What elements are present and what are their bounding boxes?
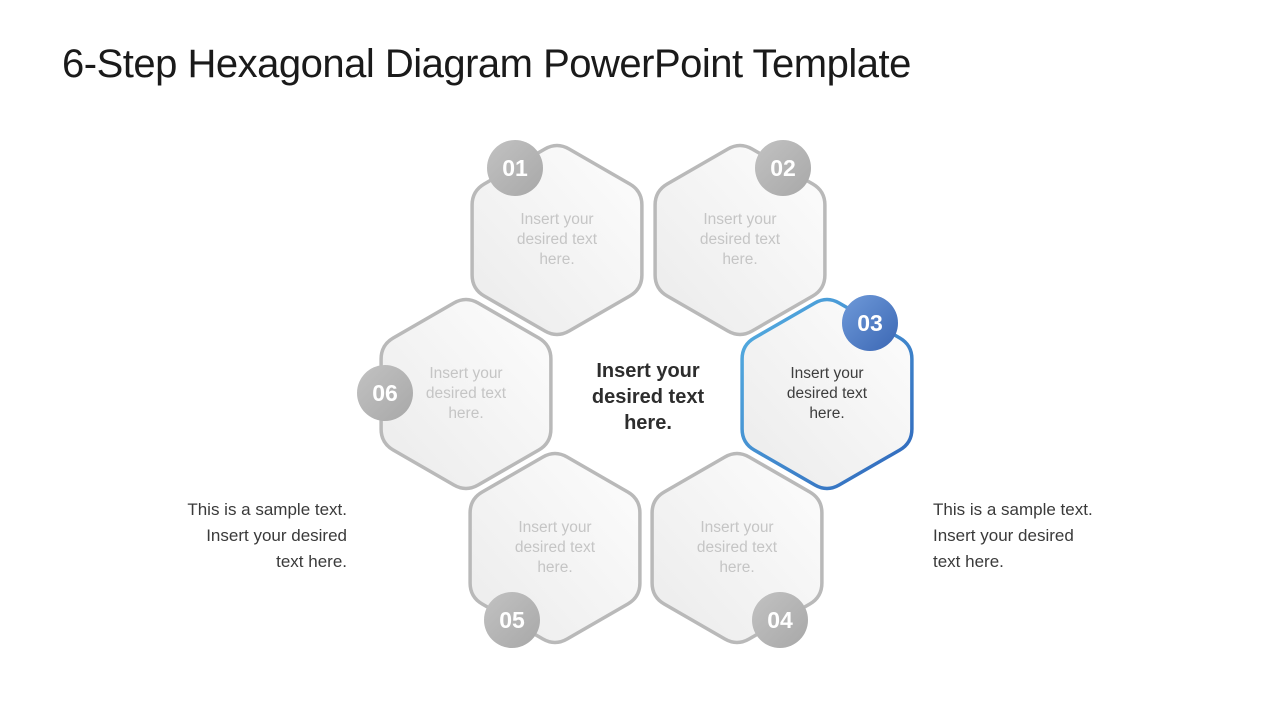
step-number-badge: 02 (755, 140, 811, 196)
step-number-badge: 06 (357, 365, 413, 421)
hex-step-text[interactable]: Insert your desired text here. (516, 211, 598, 268)
left-sample-text[interactable]: This is a sample text. Insert your desir… (187, 500, 347, 571)
hex-step-text[interactable]: Insert your desired text here. (699, 211, 781, 268)
hex-step-06[interactable]: Insert your desired text here. 06 (357, 293, 554, 495)
hex-step-text[interactable]: Insert your desired text here. (514, 519, 596, 576)
hex-step-text[interactable]: Insert your desired text here. (425, 365, 507, 422)
hex-step-text[interactable]: Insert your desired text here. (786, 365, 868, 422)
hex-step-05[interactable]: Insert your desired text here. 05 (467, 447, 643, 649)
step-number-badge: 01 (487, 140, 543, 196)
hex-step-03-active[interactable]: Insert your desired text here. 03 (739, 293, 915, 495)
hexagon-shape[interactable] (378, 293, 554, 495)
hex-step-text[interactable]: Insert your desired text here. (696, 519, 778, 576)
hex-step-04[interactable]: Insert your desired text here. 04 (649, 447, 825, 649)
hex-step-01[interactable]: Insert your desired text here. 01 (469, 139, 645, 341)
step-number-badge: 05 (484, 592, 540, 648)
center-placeholder-text[interactable]: Insert your desired text here. (591, 360, 705, 434)
step-number-badge: 04 (752, 592, 808, 648)
step-number-badge: 03 (842, 295, 898, 351)
slide-title[interactable]: 6-Step Hexagonal Diagram PowerPoint Temp… (62, 42, 911, 86)
right-sample-text[interactable]: This is a sample text. Insert your desir… (933, 500, 1093, 571)
hex-step-02[interactable]: Insert your desired text here. 02 (652, 139, 828, 341)
